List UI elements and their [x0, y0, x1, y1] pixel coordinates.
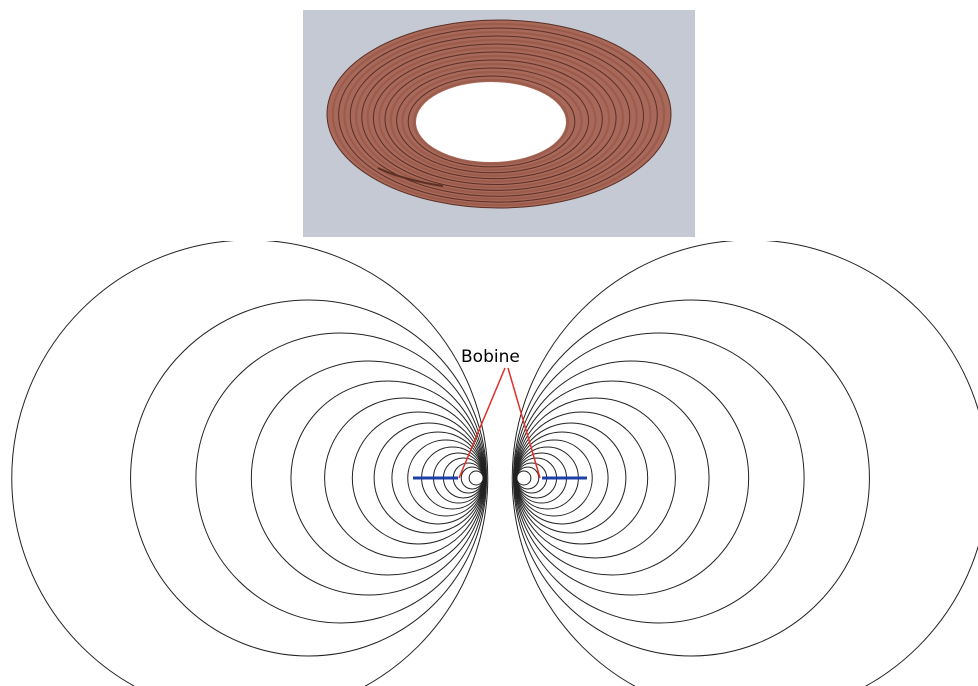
coil-winding — [412, 78, 570, 166]
label-pointer-left — [458, 367, 506, 479]
coil-winding — [366, 46, 625, 189]
coil-winding — [401, 70, 583, 171]
left-field-line — [324, 397, 486, 559]
left-field-line — [11, 241, 489, 686]
left-field-lines — [11, 241, 489, 686]
coil-winding — [407, 75, 576, 168]
right-field-line — [511, 241, 978, 686]
coil-label: Bobine — [461, 347, 520, 367]
coil-winding — [343, 30, 652, 201]
coil-winding — [384, 59, 603, 180]
coil-render-image — [303, 10, 695, 237]
right-field-lines — [511, 241, 978, 686]
left-field-line — [460, 466, 484, 490]
coil-winding — [378, 54, 611, 183]
right-field-line — [513, 332, 805, 624]
right-field-line — [516, 466, 540, 490]
right-field-line — [512, 299, 870, 657]
coil-winding — [349, 35, 645, 197]
coil-winding — [338, 27, 658, 203]
coil-winding — [396, 67, 590, 174]
coil-center-hole — [416, 82, 566, 162]
right-field-line — [516, 470, 532, 486]
label-pointer-right — [507, 367, 541, 479]
left-field-line — [468, 470, 484, 486]
coil-winding — [372, 51, 617, 186]
coil-winding — [389, 62, 597, 177]
left-field-line — [130, 299, 488, 657]
coil-lead-end — [377, 167, 444, 187]
coil-winding — [361, 43, 631, 191]
left-field-line — [195, 332, 487, 624]
coil-winding — [326, 19, 672, 209]
coil-winding — [331, 22, 666, 207]
coil-winding — [354, 38, 638, 195]
